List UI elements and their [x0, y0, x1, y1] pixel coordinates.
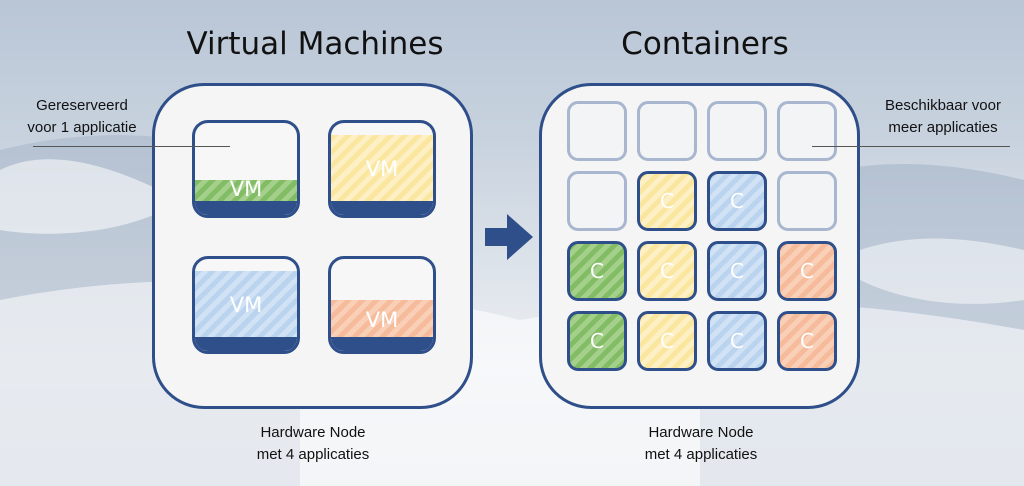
empty-slot [777, 171, 837, 231]
containers-caption-line2: met 4 applicaties [644, 446, 758, 463]
containers-caption-line1: Hardware Node [648, 424, 754, 441]
vm-annotation-line2: voor 1 applicatie [27, 119, 137, 136]
container-green: C [567, 241, 627, 301]
vm-label: VM [365, 307, 399, 332]
containers-title: Containers [621, 26, 789, 62]
container-green: C [567, 311, 627, 371]
vm-box-green: VM [192, 120, 300, 218]
vm-label: VM [229, 293, 263, 317]
vm-caption-line2: met 4 applicaties [256, 446, 370, 463]
empty-slot [777, 101, 837, 161]
vm-caption: Hardware Node met 4 applicaties [213, 422, 413, 466]
vm-annotation: Gereserveerd voor 1 applicatie [6, 95, 158, 139]
container-yellow: C [637, 311, 697, 371]
vm-hardware-node: VM VM VM VM [152, 83, 473, 409]
container-blue: C [707, 311, 767, 371]
vm-box-yellow: VM [328, 120, 436, 218]
empty-slot [567, 101, 627, 161]
containers-annotation-line2: meer applicaties [888, 119, 998, 136]
vm-base-bar [331, 201, 433, 215]
container-yellow: C [637, 171, 697, 231]
vm-caption-line1: Hardware Node [260, 424, 366, 441]
right-arrow-icon [485, 214, 533, 260]
vm-label: VM [365, 157, 399, 181]
containers-annotation-line1: Beschikbaar voor [885, 97, 1001, 114]
containers-annotation-leader-line [812, 146, 1010, 147]
vm-usage-fill [331, 300, 433, 337]
empty-slot [567, 171, 627, 231]
empty-slot [637, 101, 697, 161]
vm-annotation-line1: Gereserveerd [36, 97, 128, 114]
vm-label: VM [229, 177, 263, 201]
container-yellow: C [637, 241, 697, 301]
container-orange: C [777, 311, 837, 371]
vm-box-blue: VM [192, 256, 300, 354]
vm-annotation-leader-line [33, 146, 230, 147]
containers-caption: Hardware Node met 4 applicaties [601, 422, 801, 466]
vm-base-bar [331, 337, 433, 351]
vm-usage-fill [331, 135, 433, 201]
vm-base-bar [195, 337, 297, 351]
container-orange: C [777, 241, 837, 301]
container-blue: C [707, 171, 767, 231]
empty-slot [707, 101, 767, 161]
containers-annotation: Beschikbaar voor meer applicaties [862, 95, 1024, 139]
vm-box-orange: VM [328, 256, 436, 354]
vm-usage-fill [195, 180, 297, 201]
vm-usage-fill [195, 271, 297, 337]
container-blue: C [707, 241, 767, 301]
vm-base-bar [195, 201, 297, 215]
vm-title: Virtual Machines [186, 26, 444, 62]
